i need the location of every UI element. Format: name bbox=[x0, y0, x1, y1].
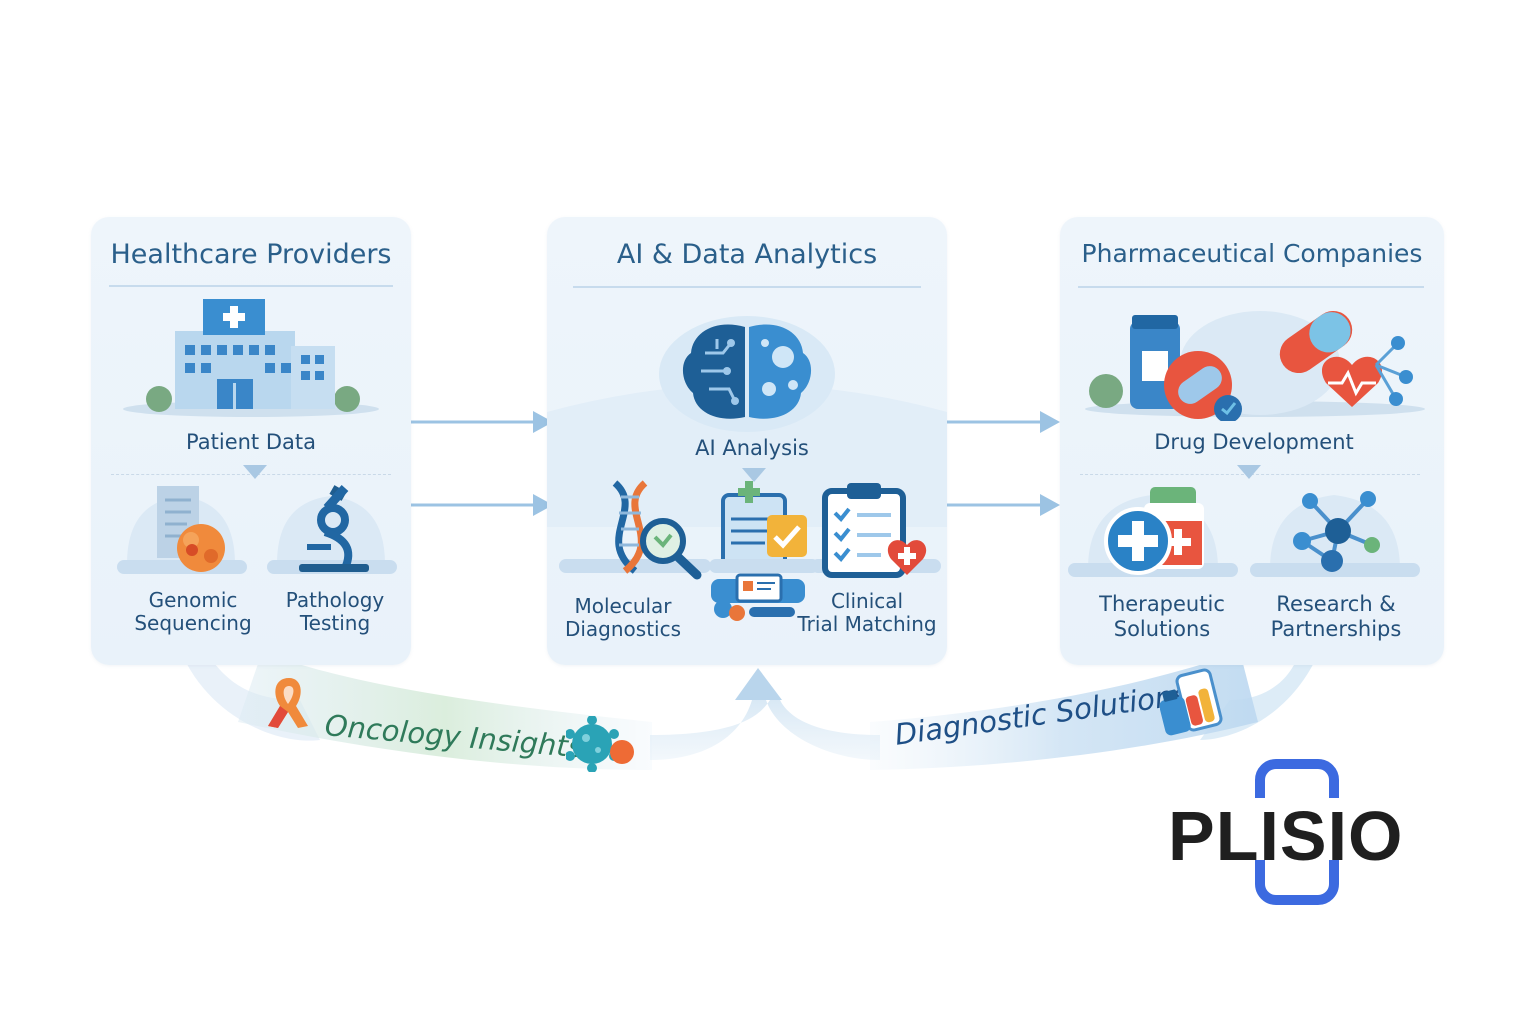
genomic-sequencing-label: Genomic Sequencing bbox=[134, 588, 252, 635]
clinical-trial-matching-label: Clinical Trial Matching bbox=[797, 589, 937, 636]
awareness-ribbon-icon bbox=[268, 678, 308, 728]
title-divider bbox=[573, 286, 921, 288]
ai-data-analytics-panel: AI & Data Analytics AI Analysis bbox=[547, 217, 947, 665]
hospital-icon bbox=[123, 299, 379, 417]
title-divider bbox=[1078, 286, 1424, 288]
medical-documents-icon bbox=[709, 481, 819, 621]
pharmaceutical-companies-panel: Pharmaceutical Companies Drug Developmen… bbox=[1060, 217, 1444, 665]
brain-icon bbox=[659, 316, 835, 432]
dna-magnifier-icon bbox=[559, 480, 711, 580]
clinical-clipboard-icon bbox=[811, 483, 941, 578]
genomic-sequencing-icon bbox=[117, 486, 247, 574]
panel-title: AI & Data Analytics bbox=[616, 239, 878, 270]
patient-data-label: Patient Data bbox=[186, 430, 316, 454]
cell-icon bbox=[566, 716, 634, 772]
healthcare-providers-panel: Healthcare Providers Patient Data bbox=[91, 217, 411, 665]
therapeutic-solutions-label: Therapeutic Solutions bbox=[1099, 592, 1225, 641]
panel-title: Pharmaceutical Companies bbox=[1081, 239, 1423, 268]
therapeutic-solutions-icon bbox=[1068, 487, 1238, 577]
drug-development-label: Drug Development bbox=[1154, 430, 1354, 454]
title-divider bbox=[109, 285, 393, 287]
test-tube-kit-icon bbox=[1160, 668, 1223, 736]
ai-analysis-label: AI Analysis bbox=[695, 436, 809, 460]
down-arrow-icon bbox=[1237, 465, 1261, 479]
panel-title: Healthcare Providers bbox=[110, 239, 392, 270]
down-arrow-icon bbox=[243, 465, 267, 479]
molecular-diagnostics-label: Molecular Diagnostics bbox=[564, 594, 682, 641]
microscope-icon bbox=[267, 484, 397, 574]
plisio-logo-frame bbox=[1252, 759, 1342, 905]
drug-development-icon bbox=[1085, 310, 1425, 421]
plisio-logo: PLISIO bbox=[1168, 797, 1404, 875]
pathology-testing-label: Pathology Testing bbox=[285, 588, 385, 635]
research-network-icon bbox=[1250, 491, 1420, 577]
down-arrow-icon bbox=[742, 468, 766, 482]
research-partnerships-label: Research & Partnerships bbox=[1270, 592, 1402, 641]
